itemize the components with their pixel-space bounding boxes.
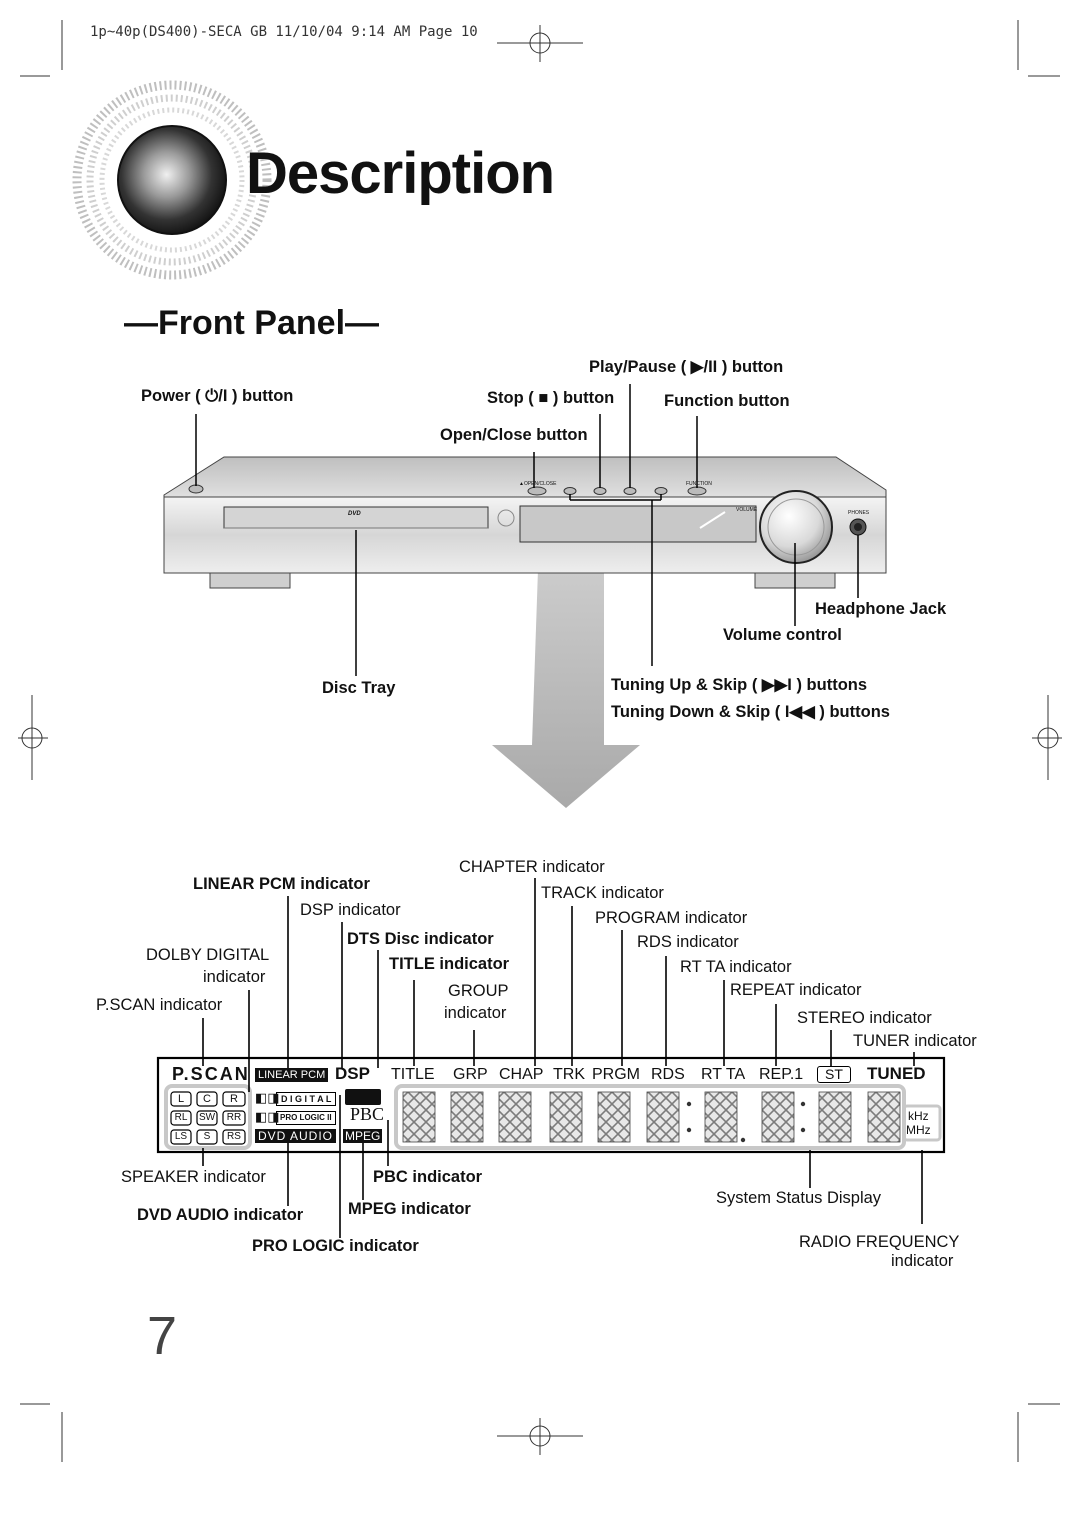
dvd-receiver-unit: [163, 456, 887, 589]
mpeg-indicator-label: MPEG indicator: [348, 1200, 471, 1218]
speaker-rl: RL: [174, 1112, 188, 1123]
dts-logo-icon: [345, 1089, 381, 1105]
group-indicator-label-line2: indicator: [444, 1004, 507, 1022]
group-indicator-label-line1: GROUP: [448, 982, 509, 1000]
rt-ta-indicator-label: RT TA indicator: [680, 958, 792, 976]
device-dvd-print: DVD: [348, 511, 361, 517]
display-dvd-audio: DVD AUDIO: [255, 1129, 337, 1143]
dvd-audio-indicator-label: DVD AUDIO indicator: [137, 1206, 304, 1224]
repeat-indicator-label: REPEAT indicator: [730, 981, 862, 999]
display-khz: kHz: [908, 1109, 929, 1123]
tuning-up-label: Tuning Up & Skip ( ▶▶I ) buttons: [611, 676, 868, 694]
pscan-indicator-label: P.SCAN indicator: [96, 996, 223, 1014]
display-linear-pcm: LINEAR PCM: [255, 1068, 329, 1082]
power-button-label: Power ( ⏻/I ) button: [141, 387, 294, 405]
device-function-print: FUNCTION: [686, 481, 712, 487]
crop-marks: [18, 20, 1062, 1462]
speaker-sw: SW: [198, 1112, 216, 1123]
speaker-rr: RR: [226, 1112, 242, 1123]
display-mhz: MHz: [906, 1123, 931, 1137]
print-slug: 1p~40p(DS400)-SECA GB 11/10/04 9:14 AM P…: [90, 24, 478, 40]
tuner-indicator-label: TUNER indicator: [853, 1032, 977, 1050]
display-st: ST: [817, 1066, 851, 1083]
display-pscan: P.SCAN: [172, 1064, 250, 1084]
tuning-down-label: Tuning Down & Skip ( I◀◀ ) buttons: [611, 703, 890, 721]
display-grp: GRP: [453, 1066, 488, 1083]
page-title: Description: [246, 141, 555, 206]
display-pbc: PBC: [350, 1104, 385, 1124]
pbc-indicator-label: PBC indicator: [373, 1168, 483, 1186]
speaker-r: R: [230, 1093, 238, 1105]
speaker-indicator-boxes: [170, 1091, 246, 1145]
device-phones-print: PHONES: [848, 510, 870, 516]
speaker-indicator-label: SPEAKER indicator: [121, 1168, 266, 1186]
stop-button-label: Stop ( ■ ) button: [487, 389, 615, 407]
open-close-button-label: Open/Close button: [440, 426, 588, 444]
track-indicator-label: TRACK indicator: [541, 884, 664, 902]
display-pro-logic: PRO LOGIC II: [276, 1111, 336, 1125]
display-leader-lines: [202, 878, 923, 1238]
display-tuned: TUNED: [867, 1064, 926, 1083]
rds-indicator-label: RDS indicator: [637, 933, 739, 951]
down-arrow: [492, 540, 640, 808]
dolby-digital-label-line1: DOLBY DIGITAL: [146, 946, 270, 964]
dts-indicator-label: DTS Disc indicator: [347, 930, 494, 948]
display-rds: RDS: [651, 1066, 685, 1083]
segment-digit-grid: [402, 1091, 901, 1143]
dolby-digital-label-line2: indicator: [203, 968, 266, 986]
speaker-c: C: [203, 1093, 211, 1105]
function-button-label: Function button: [664, 392, 790, 410]
section-heading: —Front Panel—: [124, 304, 380, 342]
segment-colons: [686, 1101, 806, 1143]
display-rep: REP.1: [759, 1066, 804, 1083]
display-rt-ta: RT TA: [701, 1066, 746, 1083]
speaker-rs: RS: [227, 1131, 241, 1142]
speaker-disc-graphic: [72, 80, 272, 280]
display-chap: CHAP: [499, 1066, 544, 1083]
display-dsp: DSP: [335, 1064, 370, 1083]
pro-logic-indicator-label: PRO LOGIC indicator: [252, 1237, 419, 1255]
display-title: TITLE: [391, 1066, 435, 1083]
display-trk: TRK: [553, 1066, 585, 1083]
front-panel-leader-lines: [195, 384, 859, 676]
chapter-indicator-label: CHAPTER indicator: [459, 858, 605, 876]
program-indicator-label: PROGRAM indicator: [595, 909, 748, 927]
linear-pcm-indicator-label: LINEAR PCM indicator: [193, 875, 370, 893]
disc-tray-label: Disc Tray: [322, 679, 396, 697]
dolby-double-d-icon: ◧◨: [255, 1090, 280, 1105]
radio-frequency-label-line2: indicator: [891, 1252, 954, 1270]
speaker-ls: LS: [174, 1131, 188, 1142]
dsp-indicator-label: DSP indicator: [300, 901, 401, 919]
display-prgm: PRGM: [592, 1066, 640, 1083]
speaker-s: S: [203, 1131, 211, 1142]
stereo-indicator-label: STEREO indicator: [797, 1009, 932, 1027]
play-pause-button-label: Play/Pause ( ▶/II ) button: [589, 358, 784, 376]
dolby-double-d-icon-2: ◧◨: [255, 1109, 280, 1124]
system-status-display-label: System Status Display: [716, 1189, 882, 1207]
device-volume-print: VOLUME: [736, 507, 758, 513]
speaker-l: L: [177, 1093, 185, 1105]
title-indicator-label: TITLE indicator: [389, 955, 510, 973]
display-digital: D I G I T A L: [276, 1092, 337, 1106]
volume-control-label: Volume control: [723, 626, 842, 644]
device-open-close-print: ▲OPEN/CLOSE: [519, 481, 557, 487]
page-number: 7: [147, 1306, 178, 1366]
radio-frequency-label-line1: RADIO FREQUENCY: [799, 1233, 960, 1251]
headphone-jack-label: Headphone Jack: [815, 600, 947, 618]
display-mpeg: MPEG: [343, 1129, 383, 1143]
